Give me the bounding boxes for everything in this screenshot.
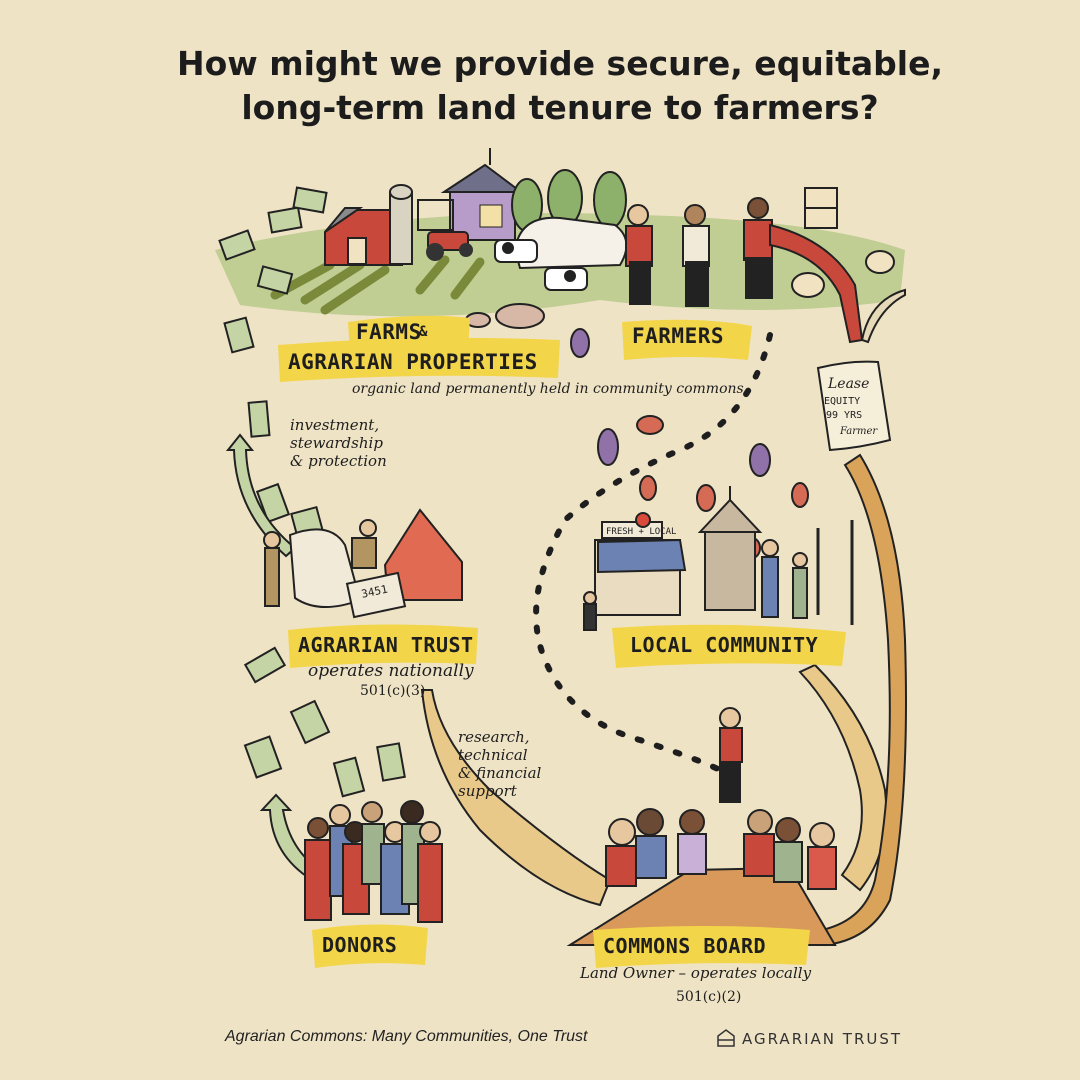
label-highlights: [278, 315, 846, 968]
local-community-label: LOCAL COMMUNITY: [630, 633, 819, 657]
brand-name[interactable]: AGRARIAN TRUST: [742, 1030, 903, 1048]
chicken-icon: [791, 250, 895, 298]
footprint-icon: [533, 332, 773, 773]
agrarian-trust-note: operates nationally: [308, 661, 474, 681]
farms-note: organic land permanently held in communi…: [352, 381, 744, 397]
money-bill-icon: [218, 186, 406, 798]
hand-icon: [798, 663, 888, 892]
title-line-1: How might we provide secure, equitable,: [176, 44, 944, 83]
plot-plan-icon: [345, 571, 407, 619]
farms-ampersand: &: [419, 324, 428, 340]
street-lamp-icon: [816, 520, 854, 625]
farmers-label: FARMERS: [632, 324, 725, 348]
market-sign: FRESH + LOCAL: [606, 527, 676, 537]
eggplant-icon: [570, 328, 771, 477]
market-icon: [594, 512, 687, 616]
commons-board-label: COMMONS BOARD: [603, 934, 767, 958]
agrarian-trust-label: AGRARIAN TRUST: [298, 633, 474, 657]
lease-line-2: EQUITY: [824, 396, 860, 407]
person-icon: [605, 707, 837, 890]
person-icon: [583, 539, 808, 631]
tree-icon: [511, 169, 627, 232]
person-icon: [263, 519, 377, 607]
commons-board-note: Land Owner – operates locally: [580, 964, 812, 982]
lease-line-4: Farmer: [839, 426, 878, 437]
title-line-2: long-term land tenure to farmers?: [241, 88, 879, 127]
church-icon: [697, 486, 763, 611]
agrarian-trust-status: 501(c)(3): [360, 683, 426, 699]
caption: Agrarian Commons: Many Communities, One …: [225, 1028, 588, 1045]
quill-pen-icon: [860, 288, 906, 344]
arm-icon: [769, 223, 864, 344]
barn-icon: [324, 207, 404, 266]
silo-icon: [389, 184, 413, 265]
agrarian-properties-label: AGRARIAN PROPERTIES: [288, 350, 538, 374]
greenhouse-icon: [513, 216, 628, 270]
agrarian-trust-logo-icon: [717, 1029, 735, 1047]
crop-rows-icon: [270, 255, 485, 315]
beehive-icon: [804, 187, 838, 229]
farmer-figure-icon: [625, 197, 773, 307]
lease-line-3: 99 YRS: [826, 410, 862, 421]
investment-note: investment, stewardship & protection: [290, 416, 387, 470]
lease-line-1: Lease: [827, 376, 869, 392]
lease-scroll-icon: [816, 360, 892, 452]
commons-board-status: 501(c)(2): [676, 989, 742, 1005]
page-title: How might we provide secure, equitable, …: [140, 42, 980, 130]
hand-icon: [420, 689, 612, 907]
cow-icon: [494, 239, 588, 291]
research-note: research, technical & financial support: [458, 728, 542, 800]
tractor-icon: [426, 231, 473, 261]
plot-number: 3451: [360, 583, 389, 601]
donors-label: DONORS: [322, 933, 398, 957]
person-icon: [304, 800, 443, 923]
farms-label: FARMS: [356, 320, 422, 344]
pig-icon: [465, 303, 545, 329]
